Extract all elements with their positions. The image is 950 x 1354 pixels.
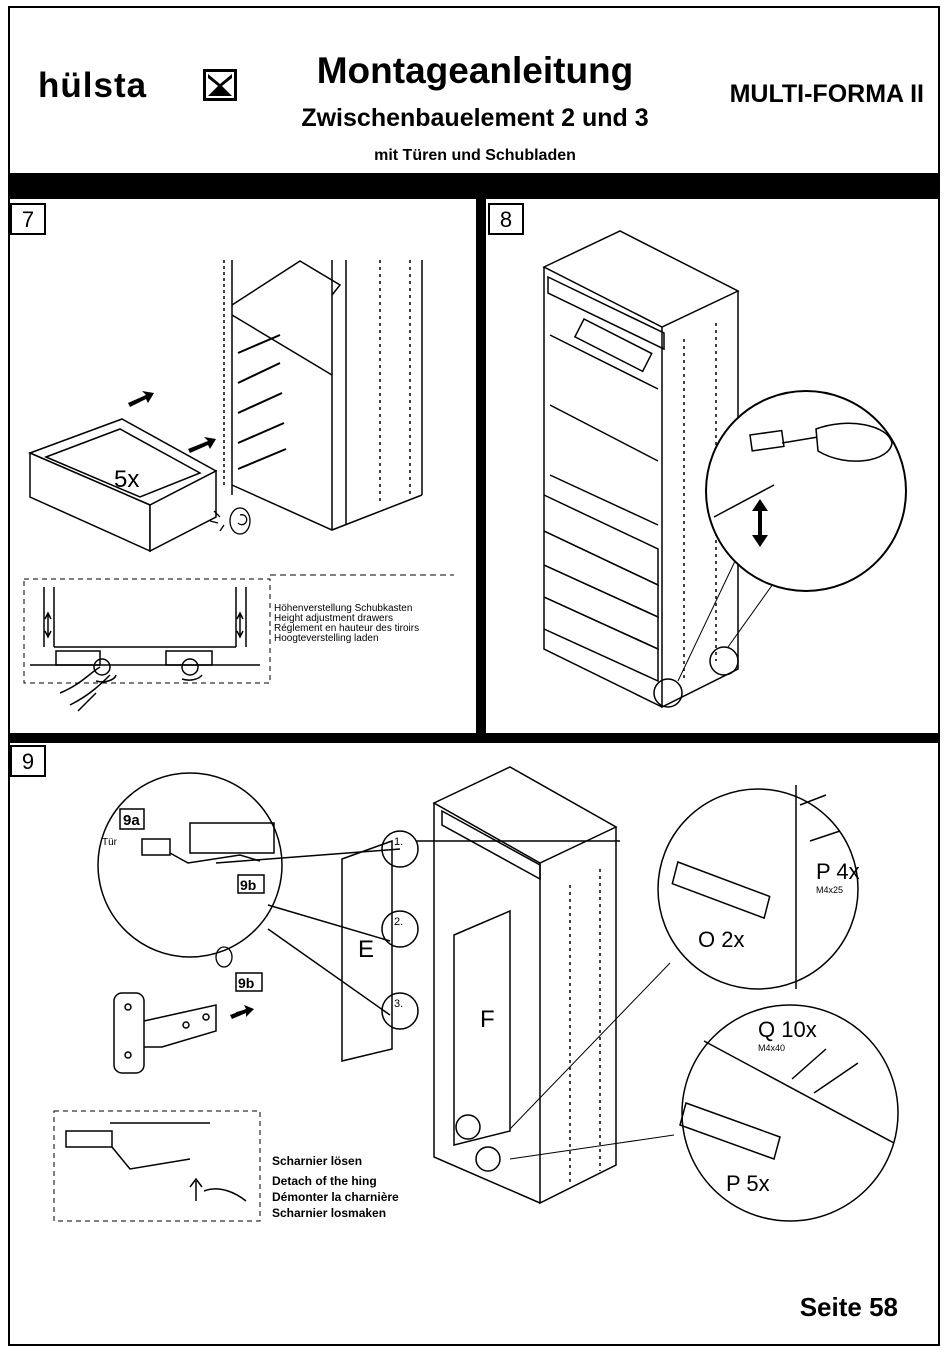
- handle-o-icon: [671, 785, 841, 989]
- screwdriver-icon: [713, 422, 893, 518]
- drawer: [27, 418, 218, 553]
- detach-de: Scharnier lösen: [272, 1154, 362, 1168]
- hinge-step-3: 3.: [394, 998, 403, 1010]
- step-9-illustration: 9a Tür 9b 9b: [53, 766, 899, 1222]
- detach-nl: Scharnier losmaken: [272, 1206, 386, 1220]
- part-p4-count: P 4x: [816, 859, 860, 884]
- part-q-count: Q 10x: [758, 1017, 817, 1042]
- door-label-left: E: [358, 936, 374, 963]
- part-q-size: M4x40: [758, 1043, 785, 1053]
- magnifier-detail: [705, 390, 907, 592]
- product-name: MULTI-FORMA II: [729, 80, 924, 108]
- step-8-illustration: [542, 230, 907, 709]
- label-9b: 9b: [240, 877, 256, 893]
- hinge-clip: [113, 992, 251, 1074]
- step-8-number: 8: [488, 203, 524, 235]
- door-label-right: F: [480, 1006, 495, 1033]
- step-7-illustration: 5x Höhenverstellung Schubkasten Height a…: [23, 260, 454, 712]
- height-adjust-detail: [30, 587, 260, 712]
- detach-en: Detach of the hing: [272, 1174, 377, 1188]
- handle-p-icon: [679, 1040, 895, 1160]
- detail-marker: [653, 678, 683, 708]
- handle-detail-magnifier: [657, 788, 859, 990]
- hinge-detail-magnifier: [97, 772, 283, 958]
- detach-fr: Démonter la charnière: [272, 1190, 399, 1204]
- detail-marker: [709, 646, 739, 676]
- step-9-number: 9: [10, 745, 46, 777]
- page-subline: mit Türen und Schubladen: [374, 147, 576, 164]
- drawer-count: 5x: [114, 466, 139, 493]
- page-title: Montageanleitung: [316, 50, 634, 91]
- hinge-mechanism: [141, 822, 275, 864]
- page-number: Seite 58: [799, 1292, 898, 1322]
- height-adjust-en: Height adjustment drawers: [274, 613, 393, 624]
- panel-divider-horizontal: [8, 733, 940, 743]
- part-o-count: O 2x: [698, 927, 744, 952]
- click-sound-icon: [215, 946, 233, 968]
- height-adjust-fr: Réglement en hauteur des tiroirs: [274, 623, 419, 634]
- detach-hinge-detail: [65, 1122, 247, 1202]
- cabinet-drawer-slots: [223, 260, 423, 531]
- page-subtitle: Zwischenbauelement 2 und 3: [301, 104, 649, 132]
- hinge-step-1: 1.: [394, 836, 403, 848]
- label-9b-lower: 9b: [238, 975, 254, 991]
- page-frame: [8, 6, 940, 1346]
- part-p4-size: M4x25: [816, 885, 843, 895]
- height-adjust-nl: Hoogteverstelling laden: [274, 633, 379, 644]
- header-divider-bar: [8, 173, 940, 199]
- click-sound-icon: [209, 507, 251, 535]
- brand-wordmark: hülsta: [38, 66, 148, 105]
- part-p5-count: P 5x: [726, 1171, 770, 1196]
- label-9a: 9a: [123, 812, 140, 829]
- hinge-step-2: 2.: [394, 916, 403, 928]
- cabinet-with-doors: [341, 766, 618, 1205]
- detach-caption: Scharnier lösen Detach of the hing Démon…: [272, 1154, 399, 1220]
- height-adjust-de: Höhenverstellung Schubkasten: [274, 603, 412, 614]
- panel-divider-vertical: [476, 199, 486, 735]
- height-adjust-caption: Höhenverstellung Schubkasten Height adju…: [274, 603, 419, 644]
- brand-logo-icon: [203, 69, 237, 101]
- label-tur: Tür: [102, 837, 118, 848]
- step-7-number: 7: [10, 203, 46, 235]
